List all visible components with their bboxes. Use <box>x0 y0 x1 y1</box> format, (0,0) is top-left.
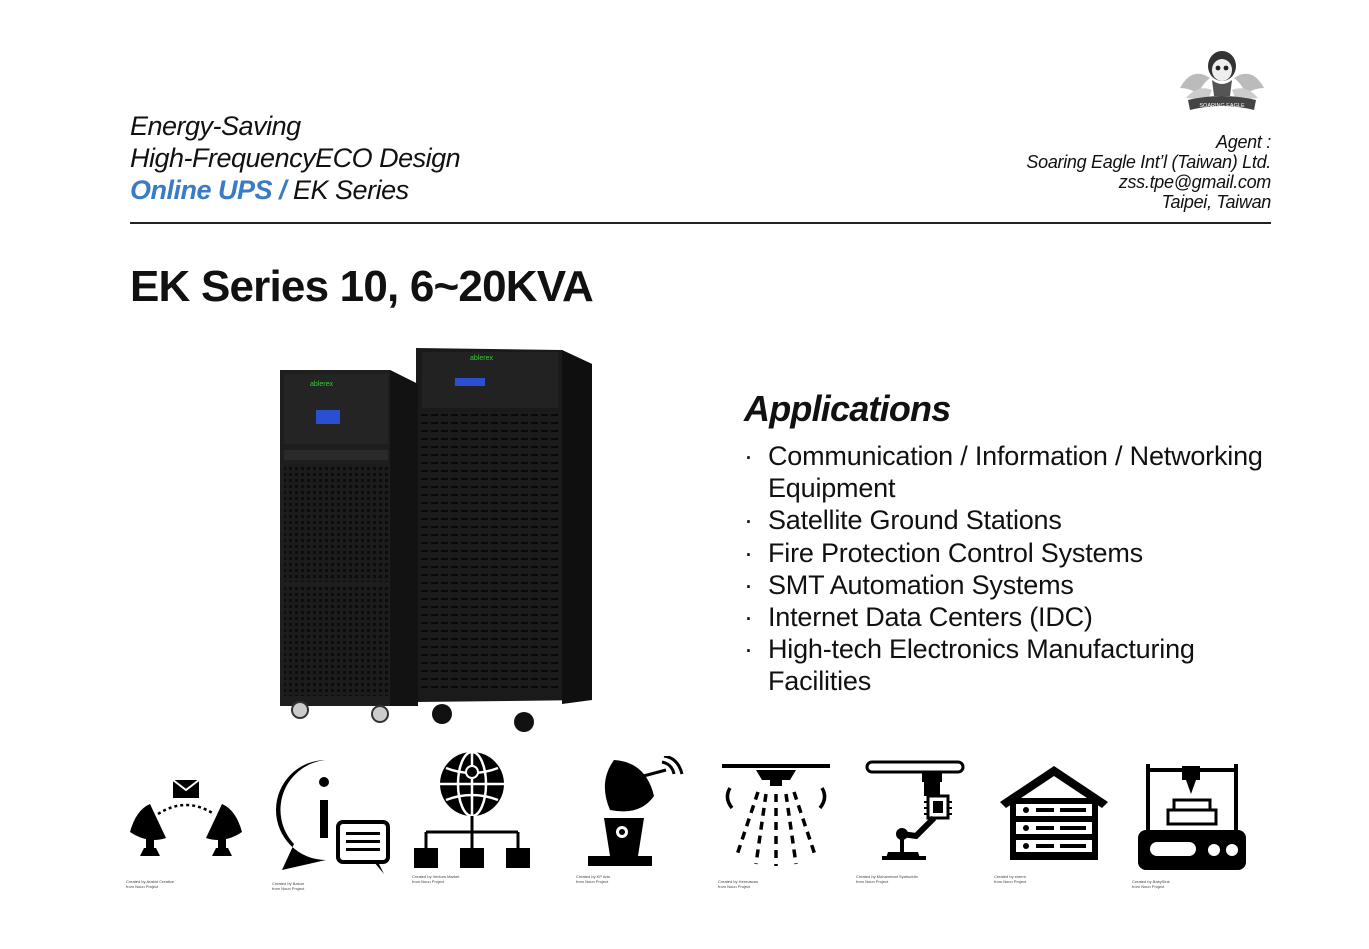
list-item: ·Fire Protection Control Systems <box>744 537 1143 568</box>
tagline-line-2: High-FrequencyECO Design <box>130 143 461 173</box>
agent-company: Soaring Eagle Int’l (Taiwan) Ltd. <box>1026 152 1271 172</box>
list-item: ·SMT Automation Systems <box>744 569 1074 600</box>
tagline-line-1: Energy-Saving <box>130 111 301 141</box>
network-globe-icon <box>414 752 530 868</box>
product-title: EK Series 10, 6~20KVA <box>130 262 594 311</box>
series-name: EK Series <box>286 175 409 205</box>
soaring-eagle-logo: SOARING EAGLE <box>1180 51 1264 110</box>
svg-text:SOARING EAGLE: SOARING EAGLE <box>1199 103 1245 109</box>
data-center-icon <box>1000 766 1108 860</box>
tagline: Energy-Saving High-FrequencyECO Design O… <box>130 110 461 206</box>
list-item: ·Internet Data Centers (IDC) <box>744 602 1093 633</box>
applications-heading: Applications <box>744 388 951 429</box>
satellite-dish-icon <box>588 756 684 866</box>
tagline-line-3: Online UPS / EK Series <box>130 174 460 206</box>
list-item: ·Satellite Ground Stations <box>744 505 1062 536</box>
agent-info: Agent : Soaring Eagle Int’l (Taiwan) Ltd… <box>1026 132 1271 212</box>
list-item: ·Communication / Information / Networkin… <box>744 441 1263 504</box>
3d-printer-icon <box>1138 764 1246 870</box>
applications-list: ·Communication / Information / Networkin… <box>744 440 1264 698</box>
product-category: Online UPS / <box>130 175 287 205</box>
header-divider <box>130 222 1271 224</box>
ups-product-image: ablerex ablerex <box>280 348 592 732</box>
satellite-communication-icon <box>130 779 242 856</box>
information-chat-icon <box>276 760 390 874</box>
agent-email[interactable]: zss.tpe@gmail.com <box>1118 172 1272 192</box>
fire-sprinkler-icon <box>722 764 830 866</box>
list-item: ·High-tech Electronics Manufacturing Fac… <box>744 634 1195 697</box>
svg-text:ablerex: ablerex <box>470 355 493 362</box>
agent-label: Agent : <box>1216 132 1271 152</box>
robot-arm-chip-icon <box>865 760 965 860</box>
svg-text:ablerex: ablerex <box>310 381 333 388</box>
agent-location: Taipei, Taiwan <box>1161 192 1271 212</box>
